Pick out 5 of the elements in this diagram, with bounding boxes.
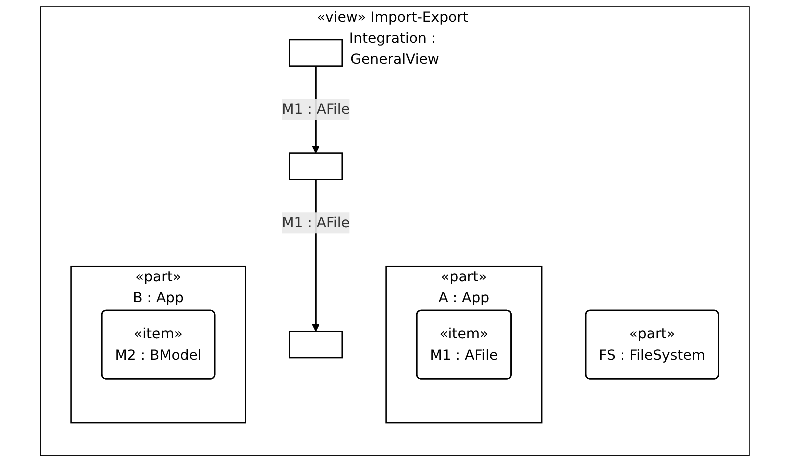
edge-label: M1 : AFile — [282, 101, 350, 118]
node-box — [289, 152, 344, 180]
node-box — [289, 39, 344, 67]
edge-label: M1 : AFile — [282, 214, 350, 232]
node-box — [289, 331, 344, 359]
